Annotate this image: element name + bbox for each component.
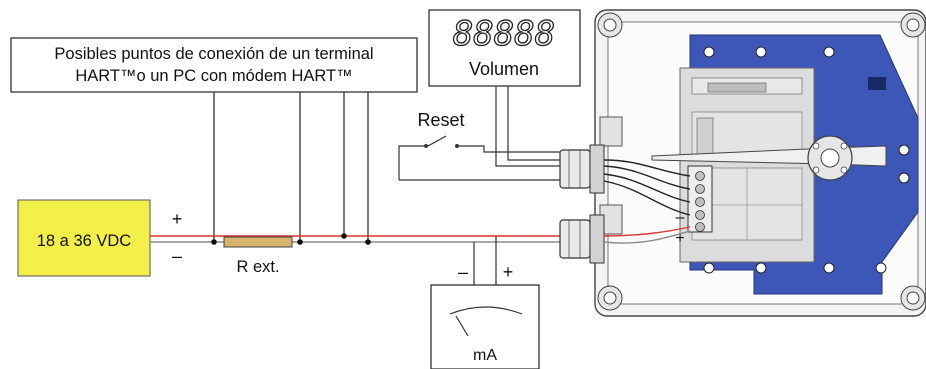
- internal-wires: [603, 159, 691, 244]
- meter-box: [430, 284, 540, 369]
- display-digits: 88888: [453, 14, 555, 54]
- power-supply: 18 a 36 VDC + –: [17, 199, 183, 277]
- lower-cable-gland: [559, 214, 605, 264]
- display-wires: [495, 86, 560, 167]
- supply-plus: +: [172, 209, 183, 229]
- reset-switch: Reset: [398, 110, 560, 181]
- junction-dots: [211, 233, 371, 245]
- resistor-label: R ext.: [236, 258, 279, 276]
- rotor-assembly: [651, 135, 887, 181]
- cable-glands: [559, 144, 605, 264]
- callout-line-2: HART™o un PC con módem HART™: [75, 67, 352, 85]
- callout-line-1: Posibles puntos de conexión de un termin…: [54, 45, 373, 63]
- ma-meter: mA – +: [430, 262, 540, 369]
- resistor-body: [223, 236, 293, 248]
- meter-minus: –: [458, 262, 468, 282]
- reset-label: Reset: [417, 110, 464, 130]
- callout-box: [10, 37, 418, 93]
- display-box: [428, 9, 581, 87]
- supply-minus: –: [172, 246, 182, 266]
- external-resistor: R ext.: [223, 236, 293, 276]
- display-label: Volumen: [469, 59, 539, 79]
- supply-box: [17, 199, 151, 277]
- terminal-plus-mark: +: [675, 230, 684, 247]
- supply-label: 18 a 36 VDC: [37, 232, 132, 250]
- loop-wires: [150, 235, 560, 285]
- hart-tap-lines: [213, 92, 369, 242]
- meter-label: mA: [473, 347, 497, 364]
- hart-callout: Posibles puntos de conexión de un termin…: [10, 37, 418, 93]
- terminal-minus-mark: –: [676, 209, 685, 226]
- terminal-block: – +: [675, 165, 713, 247]
- electronics-module: [679, 67, 815, 263]
- upper-cable-gland: [559, 144, 605, 194]
- meter-plus: +: [503, 262, 514, 282]
- volume-display: 88888 Volumen: [428, 9, 581, 87]
